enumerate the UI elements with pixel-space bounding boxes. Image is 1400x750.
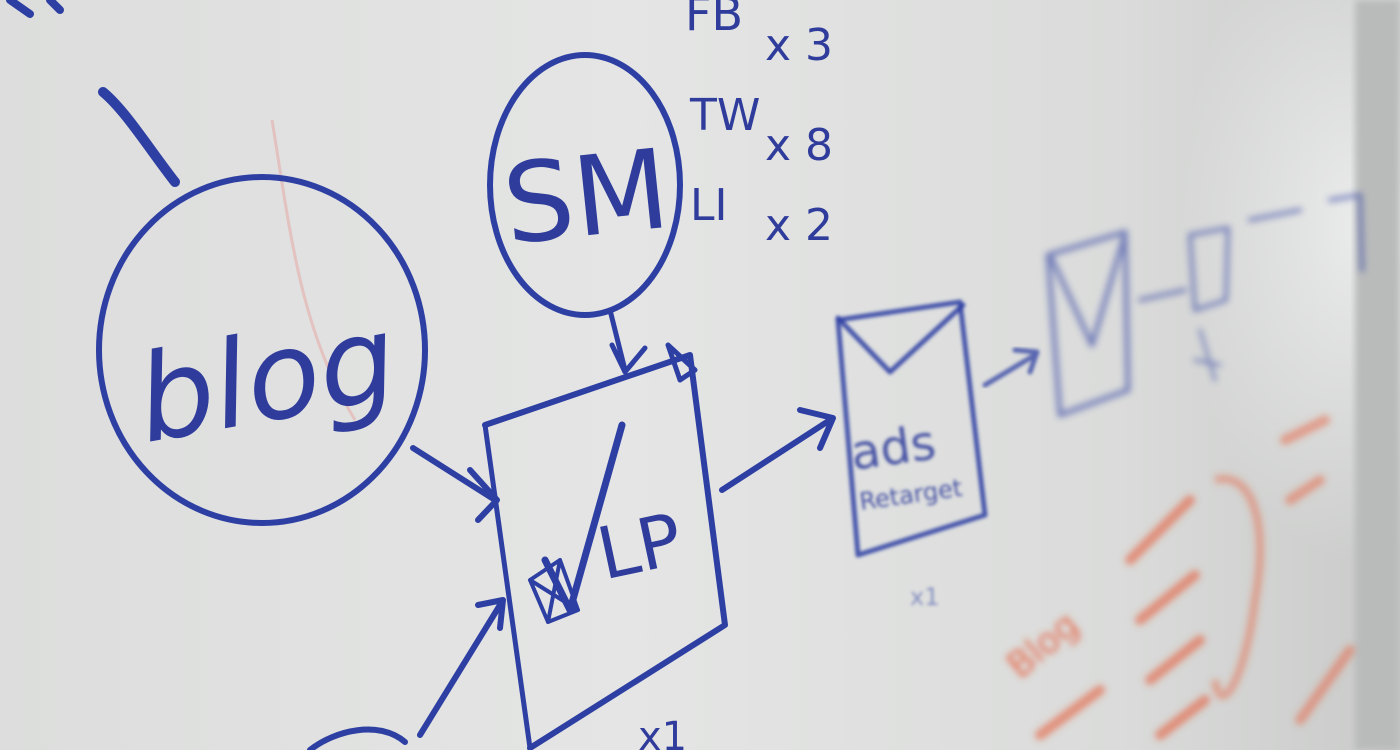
list-item-qty: x 2 (765, 200, 833, 251)
arrow-ads-to-next (982, 347, 1040, 388)
lp-box-count: x1 (638, 714, 687, 750)
lp-box-label: LP (590, 497, 689, 597)
ads-box-label: ads (847, 415, 939, 482)
list-item-qty: x 3 (765, 20, 833, 71)
pencil-icon (528, 558, 580, 624)
ghost-stroke (270, 119, 357, 421)
arrow-sm-to-lp (607, 307, 648, 375)
arrow-bottom-to-lp (417, 597, 506, 738)
lp-box-edge (482, 422, 533, 750)
check-icon (541, 421, 626, 614)
channel-list: FB x 3 TW x 8 LI x 2 (685, 0, 833, 251)
list-item-label: TW (689, 90, 760, 141)
board-glare (1000, 0, 1400, 750)
sm-bubble (487, 52, 683, 318)
sm-bubble-label: SM (498, 125, 675, 270)
stray-stroke (98, 87, 180, 187)
far-diagram (1045, 193, 1364, 418)
stray-stroke (6, 0, 64, 18)
list-item-label: FB (685, 0, 743, 41)
arrow-blog-to-lp (410, 445, 500, 523)
board-frame (1355, 0, 1400, 750)
lp-box-corner (665, 342, 698, 383)
arrow-lp-to-ads (719, 407, 836, 493)
blog-bubble (96, 174, 428, 526)
bottom-bubble (307, 726, 408, 750)
list-item-qty: x 8 (765, 120, 833, 171)
lp-box (482, 352, 728, 750)
orange-notes: Blog (999, 415, 1355, 740)
ads-box-count: x1 (910, 583, 939, 611)
list-item-label: LI (690, 180, 728, 231)
